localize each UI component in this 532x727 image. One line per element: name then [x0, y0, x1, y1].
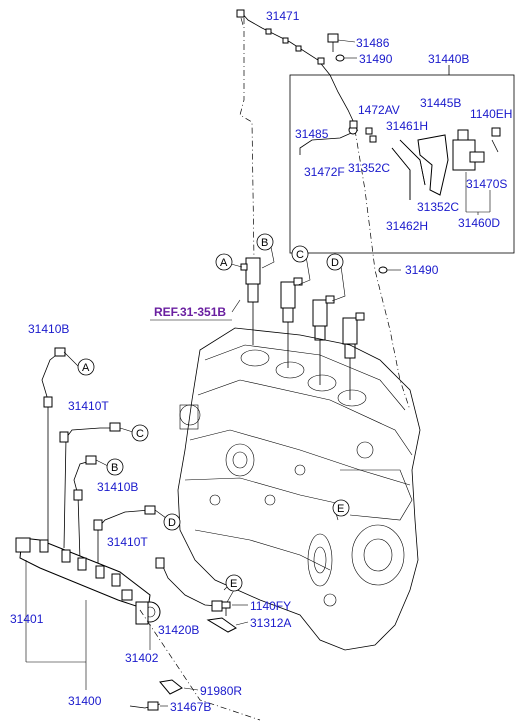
label-31490-top: 31490 — [359, 52, 393, 66]
label-31461H: 31461H — [386, 119, 428, 133]
bolt-1140FY — [221, 601, 248, 616]
return-hose-31471 — [236, 9, 356, 126]
svg-text:D: D — [331, 257, 339, 269]
marker-C-left: C — [131, 424, 149, 442]
label-31410B-top: 31410B — [28, 322, 69, 336]
marker-D-top: D — [326, 253, 344, 271]
label-31352C-lower: 31352C — [417, 200, 459, 214]
svg-text:B: B — [261, 237, 268, 249]
marker-A-left: A — [77, 358, 95, 376]
pressure-valve-assembly-box — [289, 65, 515, 254]
marker-B-left: B — [106, 458, 124, 476]
label-31401: 31401 — [10, 612, 44, 626]
ref-label: REF.31-351B — [154, 305, 226, 319]
label-31402: 31402 — [125, 651, 159, 665]
part-labels: 31471 31486 31490 31440B 1472AV 31445B 1… — [10, 9, 512, 714]
label-31312A: 31312A — [250, 616, 291, 630]
label-31420B: 31420B — [158, 623, 199, 637]
svg-text:A: A — [82, 362, 90, 374]
label-1472AV: 1472AV — [358, 103, 400, 117]
label-31440B: 31440B — [428, 52, 469, 66]
label-31445B: 31445B — [420, 96, 461, 110]
svg-text:D: D — [168, 517, 176, 529]
fuel-lines — [41, 347, 232, 612]
label-31410T-bottom: 31410T — [107, 535, 148, 549]
label-31471: 31471 — [266, 9, 300, 23]
svg-text:C: C — [136, 428, 144, 440]
label-1140FY: 1140FY — [250, 599, 291, 613]
marker-C-top: C — [291, 245, 309, 263]
injectors — [230, 241, 365, 400]
label-31462H: 31462H — [386, 219, 428, 233]
label-31352C-upper: 31352C — [348, 161, 390, 175]
washer-31490 — [335, 54, 345, 62]
svg-text:E: E — [337, 503, 344, 515]
label-31490-mid: 31490 — [405, 263, 439, 277]
washer-31490-lower — [378, 266, 388, 274]
marker-E-lower: E — [225, 574, 243, 592]
svg-text:E: E — [230, 578, 237, 590]
label-1140EH: 1140EH — [470, 107, 512, 121]
fitting-31467B — [129, 701, 168, 711]
label-31470S: 31470S — [466, 177, 507, 191]
label-31486: 31486 — [356, 36, 390, 50]
svg-text:B: B — [111, 462, 118, 474]
svg-text:C: C — [296, 249, 304, 261]
label-31472F: 31472F — [304, 165, 345, 179]
label-31410T-top: 31410T — [68, 399, 109, 413]
label-31410B-mid: 31410B — [97, 480, 138, 494]
marker-B-top: B — [256, 233, 274, 251]
bracket-31312A — [206, 617, 249, 633]
bolt-31486 — [327, 33, 356, 52]
marker-E-engine: E — [332, 499, 350, 517]
label-31400: 31400 — [68, 694, 102, 708]
svg-text:A: A — [220, 257, 228, 269]
label-31485: 31485 — [295, 127, 329, 141]
marker-D-left: D — [163, 513, 181, 531]
marker-A-top: A — [215, 253, 233, 271]
bracket-91980R — [159, 679, 199, 695]
label-31460D: 31460D — [458, 216, 500, 230]
label-31467B: 31467B — [170, 700, 211, 714]
label-91980R: 91980R — [200, 684, 242, 698]
